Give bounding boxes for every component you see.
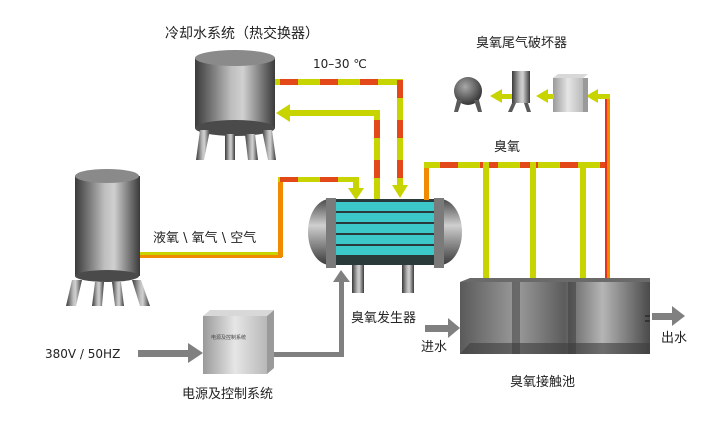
power-control-label: 电源及控制系统 <box>182 387 274 402</box>
ozone-destructor-label: 臭氧尾气破坏器 <box>476 36 568 51</box>
control-box <box>203 310 274 374</box>
water-out-label: 出水 <box>661 331 688 346</box>
contact-tank <box>460 278 650 354</box>
ozone-generator <box>308 198 462 293</box>
water-in-label: 进水 <box>421 340 448 355</box>
power-line <box>274 270 350 357</box>
cooling-tank <box>195 50 276 160</box>
control-box-text: 电源及控制系统 <box>211 335 247 341</box>
water-out-arrow <box>652 306 685 326</box>
offgas-pipe <box>586 89 610 291</box>
temperature-label: 10–30 ℃ <box>313 57 367 71</box>
power-input-label: 380V / 50HZ <box>45 347 121 361</box>
cooling-system-label: 冷却水系统（热交换器） <box>165 26 319 42</box>
oxygen-source-label: 液氧 \ 氧气 \ 空气 <box>153 231 257 246</box>
ozone-generator-label: 臭氧发生器 <box>351 311 417 326</box>
cooling-supply-pipe <box>275 79 408 198</box>
contact-tank-label: 臭氧接触池 <box>510 375 576 390</box>
power-input-arrow <box>138 343 203 363</box>
ozone-label: 臭氧 <box>494 140 521 155</box>
water-in-arrow <box>425 318 460 338</box>
oxygen-supply-pipe <box>140 177 364 258</box>
cooling-return-pipe <box>276 104 380 200</box>
oxygen-tank <box>66 169 150 306</box>
ozone-destructor <box>454 71 588 112</box>
